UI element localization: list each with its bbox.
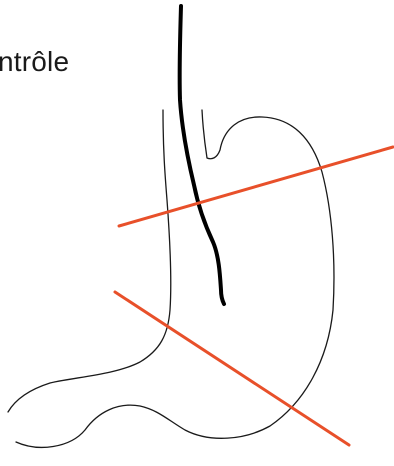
lower-cut-line — [115, 292, 349, 445]
upper-cut-line — [119, 147, 393, 226]
esophagus-left-wall — [8, 110, 171, 412]
stomach-outline — [16, 110, 334, 447]
